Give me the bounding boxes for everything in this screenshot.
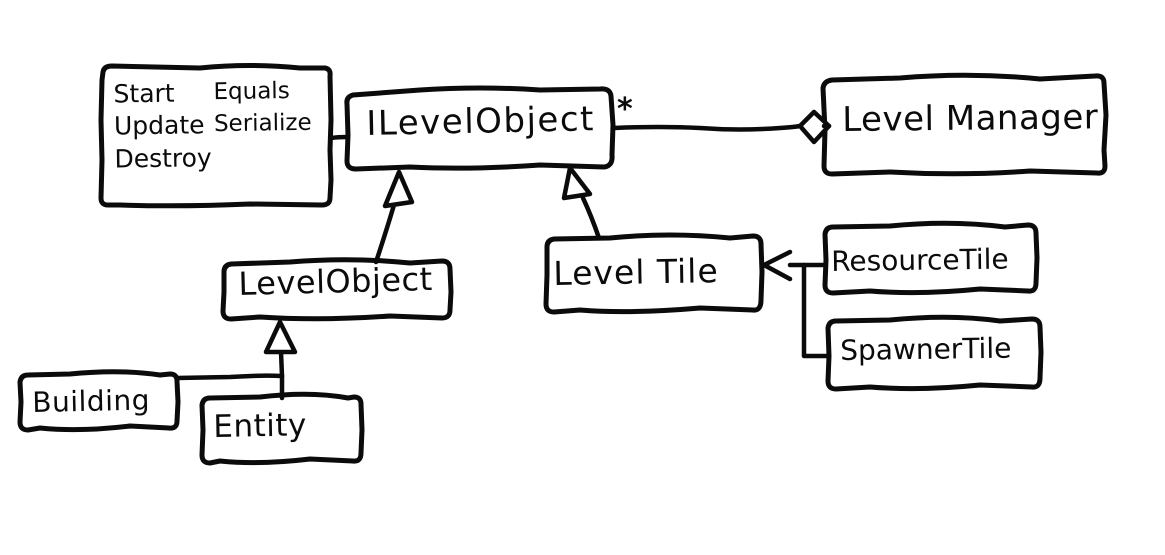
- edge-methods-to-ilevelobject: [328, 134, 350, 141]
- method-update: Update: [113, 110, 205, 141]
- realization-triangle-levelobject-icon: [382, 169, 415, 209]
- inheritance-triangle-levelobject-icon: [263, 319, 298, 355]
- edge-junction-to-levelobject: [278, 349, 285, 379]
- inheritance-arrowhead-leveltile-icon: [761, 249, 793, 282]
- realization-triangle-leveltile-icon: [561, 165, 593, 201]
- edge-building-to-junction: [174, 373, 285, 381]
- methods-box-shape[interactable]: [98, 63, 334, 209]
- edge-levelobject-to-ilevelobject-line: [373, 202, 397, 265]
- entity-box-shape[interactable]: [199, 391, 365, 466]
- resourcetile-box-shape[interactable]: [822, 220, 1040, 296]
- levelmanager-box-shape[interactable]: [820, 72, 1109, 177]
- building-box-shape[interactable]: [17, 369, 181, 433]
- edge-leveltile-to-ilevelobject-line: [580, 195, 602, 241]
- edge-tiles-to-leveltile-line: [801, 262, 831, 359]
- method-serialize: Serialize: [213, 109, 312, 138]
- method-equals: Equals: [213, 78, 290, 106]
- leveltile-box-shape[interactable]: [543, 232, 765, 315]
- method-start: Start: [113, 78, 175, 109]
- methods-list: Start Equals Update Serialize Destroy: [113, 78, 330, 174]
- spawnertile-box-shape[interactable]: [825, 314, 1044, 392]
- ilevelobject-box-shape[interactable]: [344, 85, 616, 172]
- levelobject-box-shape[interactable]: [220, 257, 454, 322]
- method-destroy: Destroy: [114, 142, 212, 174]
- edge-ilevelobject-to-levelmanager-line: [611, 123, 803, 132]
- multiplicity-label: *: [617, 92, 633, 127]
- method-empty: [214, 143, 330, 171]
